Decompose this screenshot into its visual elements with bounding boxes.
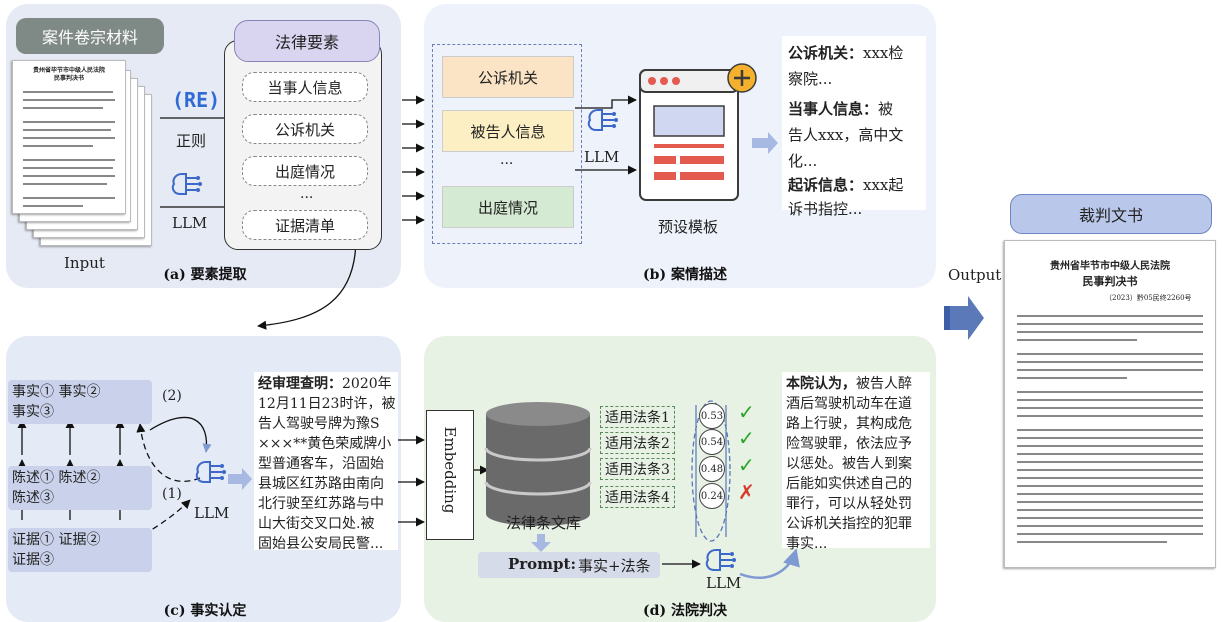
law-db-label: 法律条文库 bbox=[506, 514, 582, 532]
brain-icon bbox=[171, 173, 202, 195]
cross-icon: ✗ bbox=[738, 480, 755, 504]
brain-icon bbox=[705, 549, 736, 571]
law-item: 适用法条2 bbox=[600, 432, 675, 454]
case-description-card: 公诉机关：xxx检 察院... 当事人信息：被 告人xxx，高中文 化... 起… bbox=[782, 36, 926, 218]
field-ellipsis: ... bbox=[500, 152, 514, 168]
judgment-case-number: （2023）黔05民终2260号 bbox=[1105, 294, 1192, 302]
law-item: 适用法条3 bbox=[600, 458, 675, 480]
output-label: Output bbox=[948, 266, 1002, 284]
check-icon: ✓ bbox=[738, 453, 755, 477]
llm-label: LLM bbox=[172, 214, 208, 232]
judgment-document: 贵州省毕节市中级人民法院 民事判决书 （2023）黔05民终2260号 bbox=[1004, 240, 1216, 568]
similarity-score: 0.53 bbox=[699, 403, 725, 429]
element-ellipsis: ... bbox=[300, 186, 314, 202]
case-file-header: 案件卷宗材料 bbox=[16, 18, 164, 54]
field-prosecutor: 公诉机关 bbox=[442, 56, 574, 98]
step-2-label: (2) bbox=[162, 388, 182, 404]
caption-a: (a) 要素提取 bbox=[163, 267, 247, 283]
element-item: 当事人信息 bbox=[242, 72, 368, 102]
template-icon bbox=[639, 63, 757, 201]
prompt-box: Prompt: 事实+法条 bbox=[478, 552, 660, 578]
check-icon: ✓ bbox=[738, 426, 755, 450]
brain-icon bbox=[587, 109, 618, 131]
llm-label: LLM bbox=[194, 504, 230, 522]
fact-finding-card: 经审理查明：2020年 12月11日23时许，被 告人驾驶号牌为豫S ×××**… bbox=[254, 372, 398, 552]
embedding-label: Embedding bbox=[441, 426, 459, 514]
doc-subtitle: 民事判决书 bbox=[53, 75, 84, 82]
element-item: 公诉机关 bbox=[242, 114, 368, 144]
similarity-score: 0.24 bbox=[699, 483, 725, 509]
check-icon: ✓ bbox=[738, 400, 755, 424]
fields-frame bbox=[432, 44, 582, 244]
prompt-value: 事实+法条 bbox=[578, 557, 651, 575]
caption-d: (d) 法院判决 bbox=[643, 603, 727, 619]
law-item: 适用法条1 bbox=[600, 406, 675, 428]
doc-title: 贵州省毕节市中级人民法院 bbox=[32, 67, 105, 74]
prompt-key: Prompt: bbox=[508, 555, 577, 573]
statement-row: 陈述① 陈述② 陈述③ bbox=[8, 466, 152, 510]
evidence-row: 证据① 证据② 证据③ bbox=[8, 528, 152, 572]
case-document-front: 贵州省毕节市中级人民法院 民事判决书 bbox=[12, 60, 126, 214]
embedding-box: Embedding bbox=[426, 410, 474, 540]
brain-icon bbox=[195, 461, 226, 483]
field-defendant: 被告人信息 bbox=[442, 110, 574, 152]
regex-label: 正则 bbox=[176, 132, 207, 150]
law-item: 适用法条4 bbox=[600, 486, 675, 508]
element-item: 证据清单 bbox=[242, 210, 368, 240]
fact-row: 事实① 事实② 事实③ bbox=[8, 380, 152, 424]
judgment-header: 裁判文书 bbox=[1010, 194, 1212, 234]
llm-label: LLM bbox=[706, 574, 742, 592]
step-1-label: (1) bbox=[162, 486, 182, 502]
input-label: Input bbox=[64, 254, 105, 272]
caption-b: (b) 案情描述 bbox=[643, 267, 727, 283]
judgment-court: 贵州省毕节市中级人民法院 bbox=[1050, 261, 1170, 272]
legal-elements-header: 法律要素 bbox=[234, 20, 380, 62]
similarity-score: 0.48 bbox=[699, 456, 725, 482]
similarity-score: 0.54 bbox=[699, 429, 725, 455]
database-icon bbox=[484, 402, 592, 526]
regex-icon: (RE) bbox=[172, 88, 221, 112]
template-label: 预设模板 bbox=[658, 218, 719, 236]
field-attendance: 出庭情况 bbox=[442, 186, 574, 228]
judgment-type: 民事判决书 bbox=[1082, 275, 1138, 288]
verdict-card: 本院认为，被告人醉 酒后驾驶机动车在道 路上行驶，其构成危 险驾驶罪，依法应予 … bbox=[782, 372, 930, 552]
element-item: 出庭情况 bbox=[242, 156, 368, 186]
llm-label: LLM bbox=[584, 148, 620, 166]
caption-c: (c) 事实认定 bbox=[163, 603, 247, 619]
